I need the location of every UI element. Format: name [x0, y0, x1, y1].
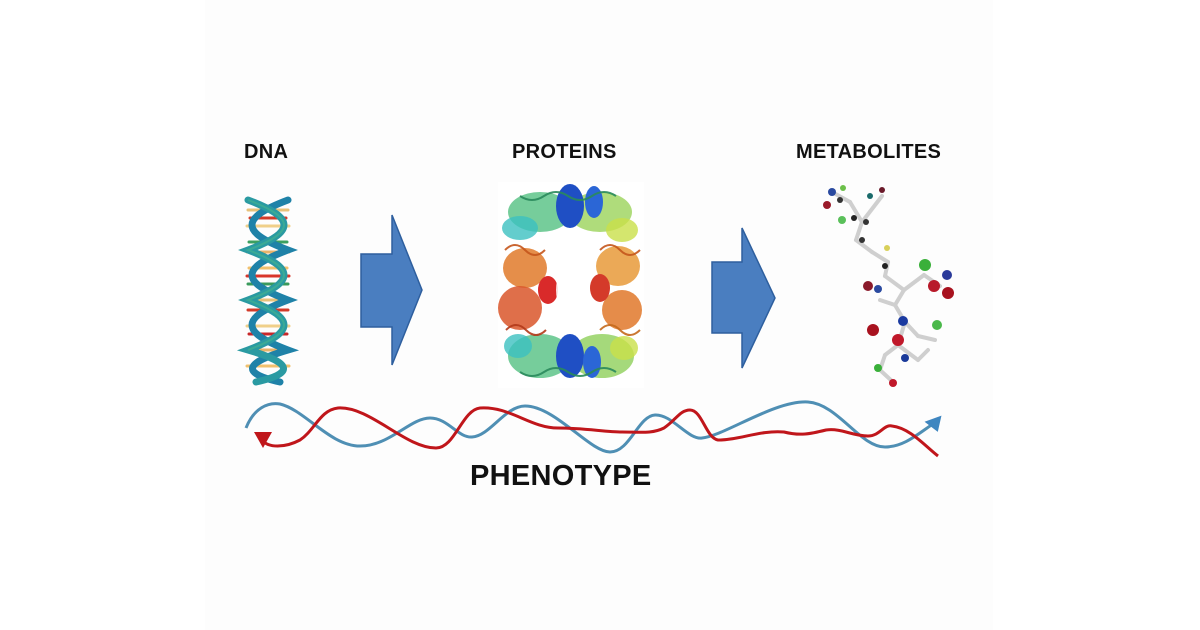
forward-arrowhead-icon	[924, 415, 942, 432]
arrow-dna-to-proteins	[360, 214, 423, 366]
dna-double-helix-icon	[236, 196, 300, 386]
feedback-arrowhead-icon	[254, 432, 272, 448]
phenotype-label: PHENOTYPE	[470, 460, 652, 492]
dna-label: DNA	[244, 141, 289, 163]
molecule-ball-and-stick-icon	[823, 185, 954, 387]
protein-ribbon-structure-icon	[498, 182, 644, 388]
arrow-proteins-to-metabolites	[711, 227, 776, 369]
feedback-wave-red	[260, 406, 939, 458]
forward-wave-blue	[244, 400, 937, 454]
phenotype-waves	[244, 400, 942, 458]
proteins-label: PROTEINS	[512, 141, 617, 163]
metabolites-label: METABOLITES	[796, 141, 942, 163]
